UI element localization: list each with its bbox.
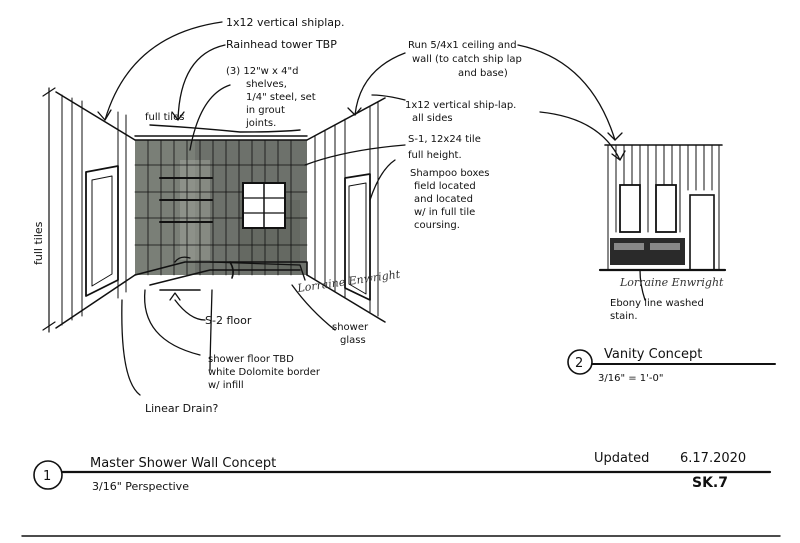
shower-title: Master Shower Wall Concept — [90, 456, 276, 471]
updated-label: Updated — [594, 451, 649, 466]
height-dimension — [42, 87, 56, 333]
note-fulltiles-side: full tiles — [32, 221, 45, 265]
updated-date: 6.17.2020 — [680, 451, 746, 466]
leader-arrows — [97, 21, 646, 396]
drawing-number-1: 1 — [43, 469, 51, 484]
note-s2-floor: S-2 floor — [205, 314, 252, 327]
vanity-title-block: 2 Vanity Concept 3/16" = 1'-0" — [567, 347, 776, 384]
ceiling-trim — [134, 124, 308, 141]
note-shelves-5: joints. — [245, 118, 276, 129]
note-floor-2: white Dolomite border — [208, 367, 321, 378]
note-shiplap-side-2: all sides — [412, 113, 453, 124]
vanity-elevation — [598, 144, 727, 272]
mirror-right — [655, 184, 677, 233]
mirror-left — [619, 184, 641, 233]
note-shower-glass-1: shower — [332, 322, 369, 333]
drawing-number-2: 2 — [575, 356, 583, 371]
note-run-1: Run 5/4x1 ceiling and — [408, 40, 517, 51]
note-s1-2: full height. — [408, 150, 462, 161]
note-s1-7: coursing. — [414, 220, 460, 231]
vanity-scale: 3/16" = 1'-0" — [598, 373, 663, 384]
signature-vanity: Lorraine Enwright — [619, 276, 724, 289]
note-ebony-1: Ebony line washed — [610, 298, 704, 309]
note-linear-drain: Linear Drain? — [145, 402, 218, 415]
window — [242, 182, 286, 229]
note-floor-1: shower floor TBD — [208, 354, 294, 365]
shower-perspective — [42, 87, 386, 333]
sheet-number: SK.7 — [692, 475, 728, 491]
note-s1-4: field located — [414, 181, 476, 192]
note-shelves-3: 1/4" steel, set — [246, 92, 316, 103]
shower-glass — [174, 256, 306, 281]
note-s1-6: w/ in full tile — [414, 207, 475, 218]
shower-floor — [134, 261, 308, 291]
note-shiplap-top: 1x12 vertical shiplap. — [226, 16, 345, 29]
note-ebony-2: stain. — [610, 311, 638, 322]
note-s1-1: S-1, 12x24 tile — [408, 134, 481, 145]
right-door — [344, 173, 371, 301]
note-run-2: wall (to catch ship lap — [412, 54, 522, 65]
left-door — [85, 165, 119, 297]
note-shelves-2: shelves, — [246, 79, 287, 90]
main-title-block: 1 Master Shower Wall Concept 3/16" Persp… — [33, 451, 772, 493]
tile-grid — [134, 139, 308, 276]
note-fulltiles-top: full tiles — [145, 112, 184, 123]
note-s1-5: and located — [414, 194, 473, 205]
vanity-door — [689, 194, 715, 271]
note-shiplap-side-1: 1x12 vertical ship-lap. — [405, 100, 516, 111]
note-shower-glass-2: glass — [340, 335, 366, 346]
shower-scale: 3/16" Perspective — [92, 480, 189, 493]
vanity-title: Vanity Concept — [604, 347, 702, 362]
note-shelves-1: (3) 12"w x 4"d — [226, 66, 298, 77]
left-wall-shiplap — [55, 91, 136, 329]
note-rainhead: Rainhead tower TBP — [226, 38, 337, 51]
vanity-cabinet — [610, 238, 685, 265]
note-s1-3: Shampoo boxes — [410, 168, 489, 179]
steel-shelves — [159, 177, 213, 223]
note-run-3: and base) — [458, 68, 508, 79]
note-shelves-4: in grout — [246, 105, 285, 116]
note-floor-3: w/ infill — [208, 380, 244, 391]
